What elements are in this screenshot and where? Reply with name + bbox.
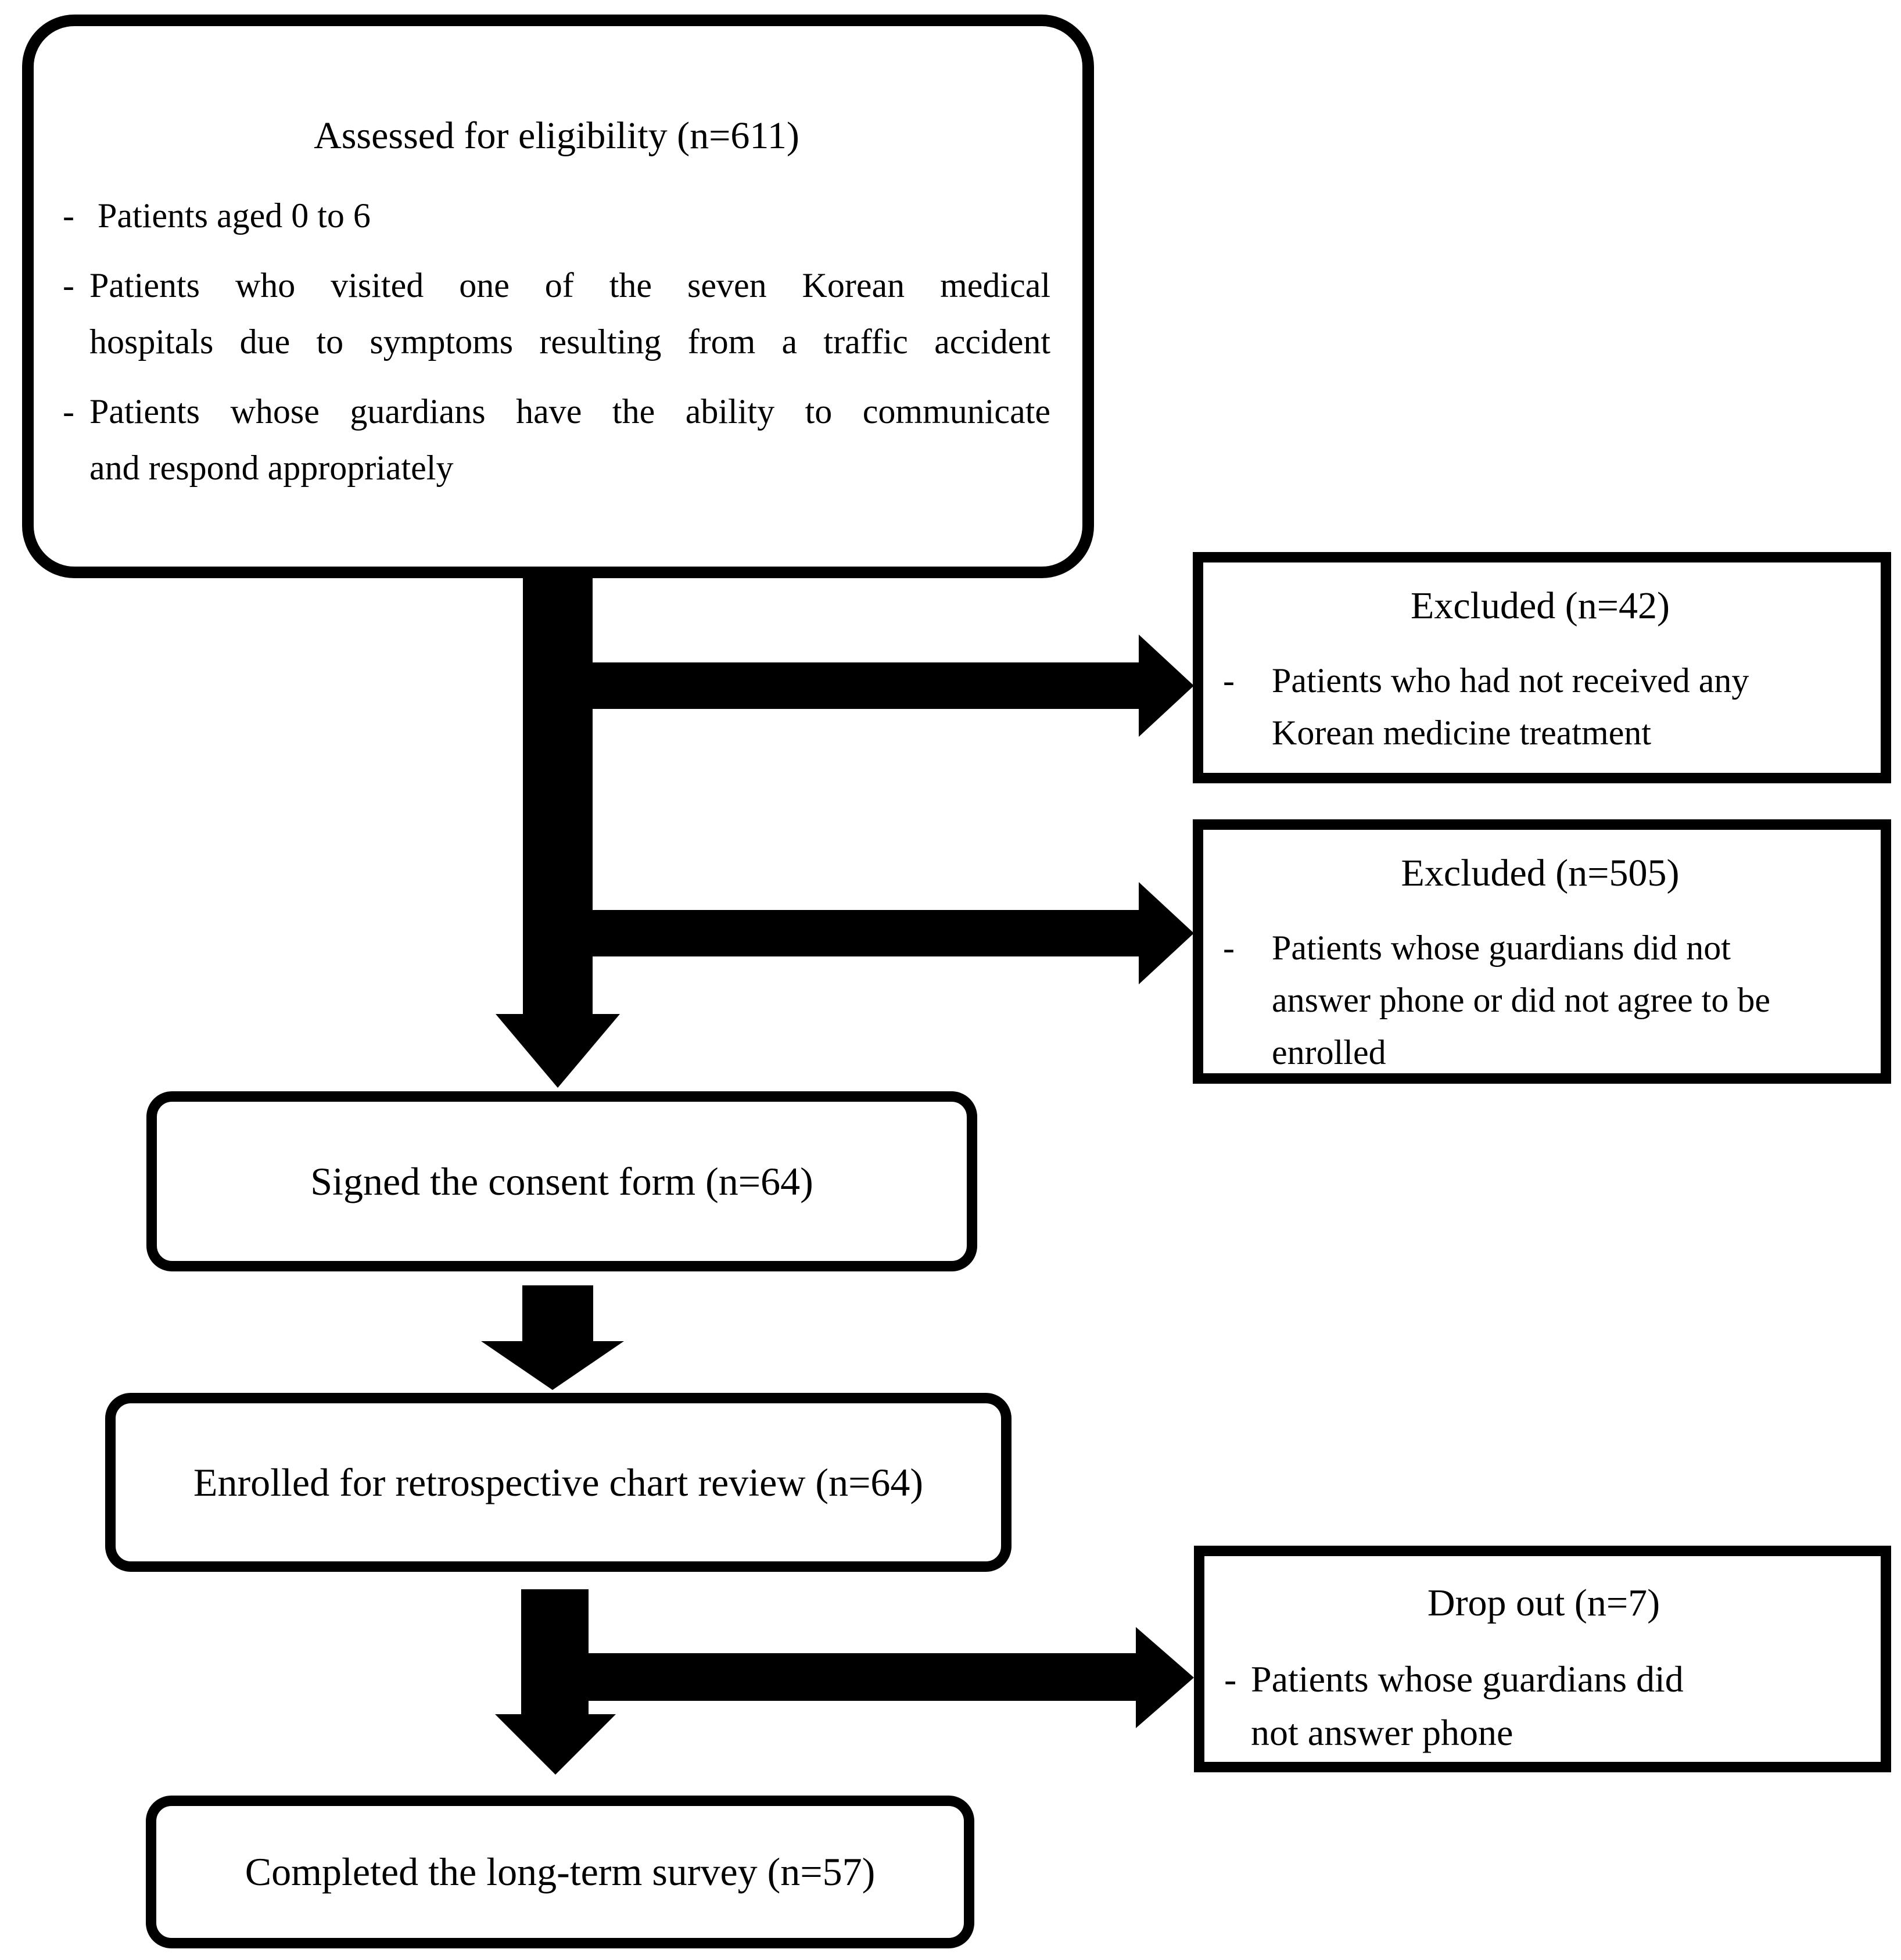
enrolled-chart-review-box: Enrolled for retrospective chart review … (105, 1393, 1012, 1572)
signed-consent-box: Signed the consent form (n=64) (146, 1091, 977, 1271)
dropout-title: Drop out (n=7) (1427, 1582, 1660, 1624)
bullet-line: hospitals due to symptoms resulting from… (89, 323, 1050, 361)
excluded-505-bullet: - Patients whose guardians did not answe… (1223, 922, 1857, 1078)
assessed-eligibility-box: Assessed for eligibility (n=611) - Patie… (22, 15, 1094, 578)
bullet-line: Patients aged 0 to 6 (98, 196, 371, 235)
down-arrowhead-icon (481, 1341, 624, 1390)
signed-consent-title: Signed the consent form (n=64) (310, 1159, 813, 1203)
bullet-dash: - (1224, 1658, 1237, 1700)
bullet-line: answer phone or did not agree to be (1272, 981, 1771, 1019)
bullet-dash: - (1223, 929, 1235, 967)
bullet-line: Patients whose guardians have the abilit… (89, 392, 1050, 431)
assessed-eligibility-title: Assessed for eligibility (n=611) (314, 114, 799, 157)
dropout-box: Drop out (n=7) - Patients whose guardian… (1194, 1546, 1891, 1772)
enrolled-chart-review-title: Enrolled for retrospective chart review … (193, 1460, 924, 1504)
excluded-42-box: Excluded (n=42) - Patients who had not r… (1193, 552, 1891, 783)
right-arrowhead-icon (1139, 635, 1194, 737)
bullet-line: Patients who visited one of the seven Ko… (89, 266, 1050, 304)
excluded-505-branch-shaft (558, 910, 1139, 956)
bullet-line: Korean medicine treatment (1272, 714, 1652, 752)
bullet-line: Patients whose guardians did (1251, 1658, 1684, 1700)
bullet-line: not answer phone (1251, 1712, 1513, 1753)
bullet-line: Patients whose guardians did not (1272, 929, 1731, 967)
excluded-42-branch-shaft (558, 662, 1139, 709)
bullet-dash: - (63, 266, 74, 304)
dropout-branch-shaft (558, 1653, 1136, 1701)
excluded-42-title: Excluded (n=42) (1411, 585, 1670, 627)
bullet-dash: - (63, 196, 74, 235)
excluded-42-bullet: - Patients who had not received any Kore… (1223, 654, 1857, 759)
assessed-bullet-age: - Patients aged 0 to 6 (63, 188, 1050, 244)
signed-enrolled-arrow-shaft (522, 1285, 593, 1342)
bullet-line: enrolled (1272, 1033, 1386, 1072)
assessed-bullet-guardians: - Patients whose guardians have the abil… (63, 384, 1050, 496)
bullet-dash: - (63, 392, 74, 431)
bullet-dash: - (1223, 661, 1235, 700)
completed-survey-title: Completed the long-term survey (n=57) (245, 1850, 876, 1894)
right-arrowhead-icon (1136, 1627, 1194, 1728)
assessed-bullet-hospitals: - Patients who visited one of the seven … (63, 257, 1050, 370)
down-arrowhead-icon (495, 1714, 616, 1775)
bullet-line: and respond appropriately (89, 449, 454, 487)
right-arrowhead-icon (1139, 882, 1194, 984)
excluded-505-title: Excluded (n=505) (1401, 852, 1680, 894)
bullet-line: Patients who had not received any (1272, 661, 1749, 700)
completed-survey-box: Completed the long-term survey (n=57) (146, 1796, 974, 1948)
down-arrowhead-icon (496, 1014, 620, 1088)
excluded-505-box: Excluded (n=505) - Patients whose guardi… (1193, 819, 1891, 1084)
dropout-bullet: - Patients whose guardians did not answe… (1224, 1653, 1863, 1760)
